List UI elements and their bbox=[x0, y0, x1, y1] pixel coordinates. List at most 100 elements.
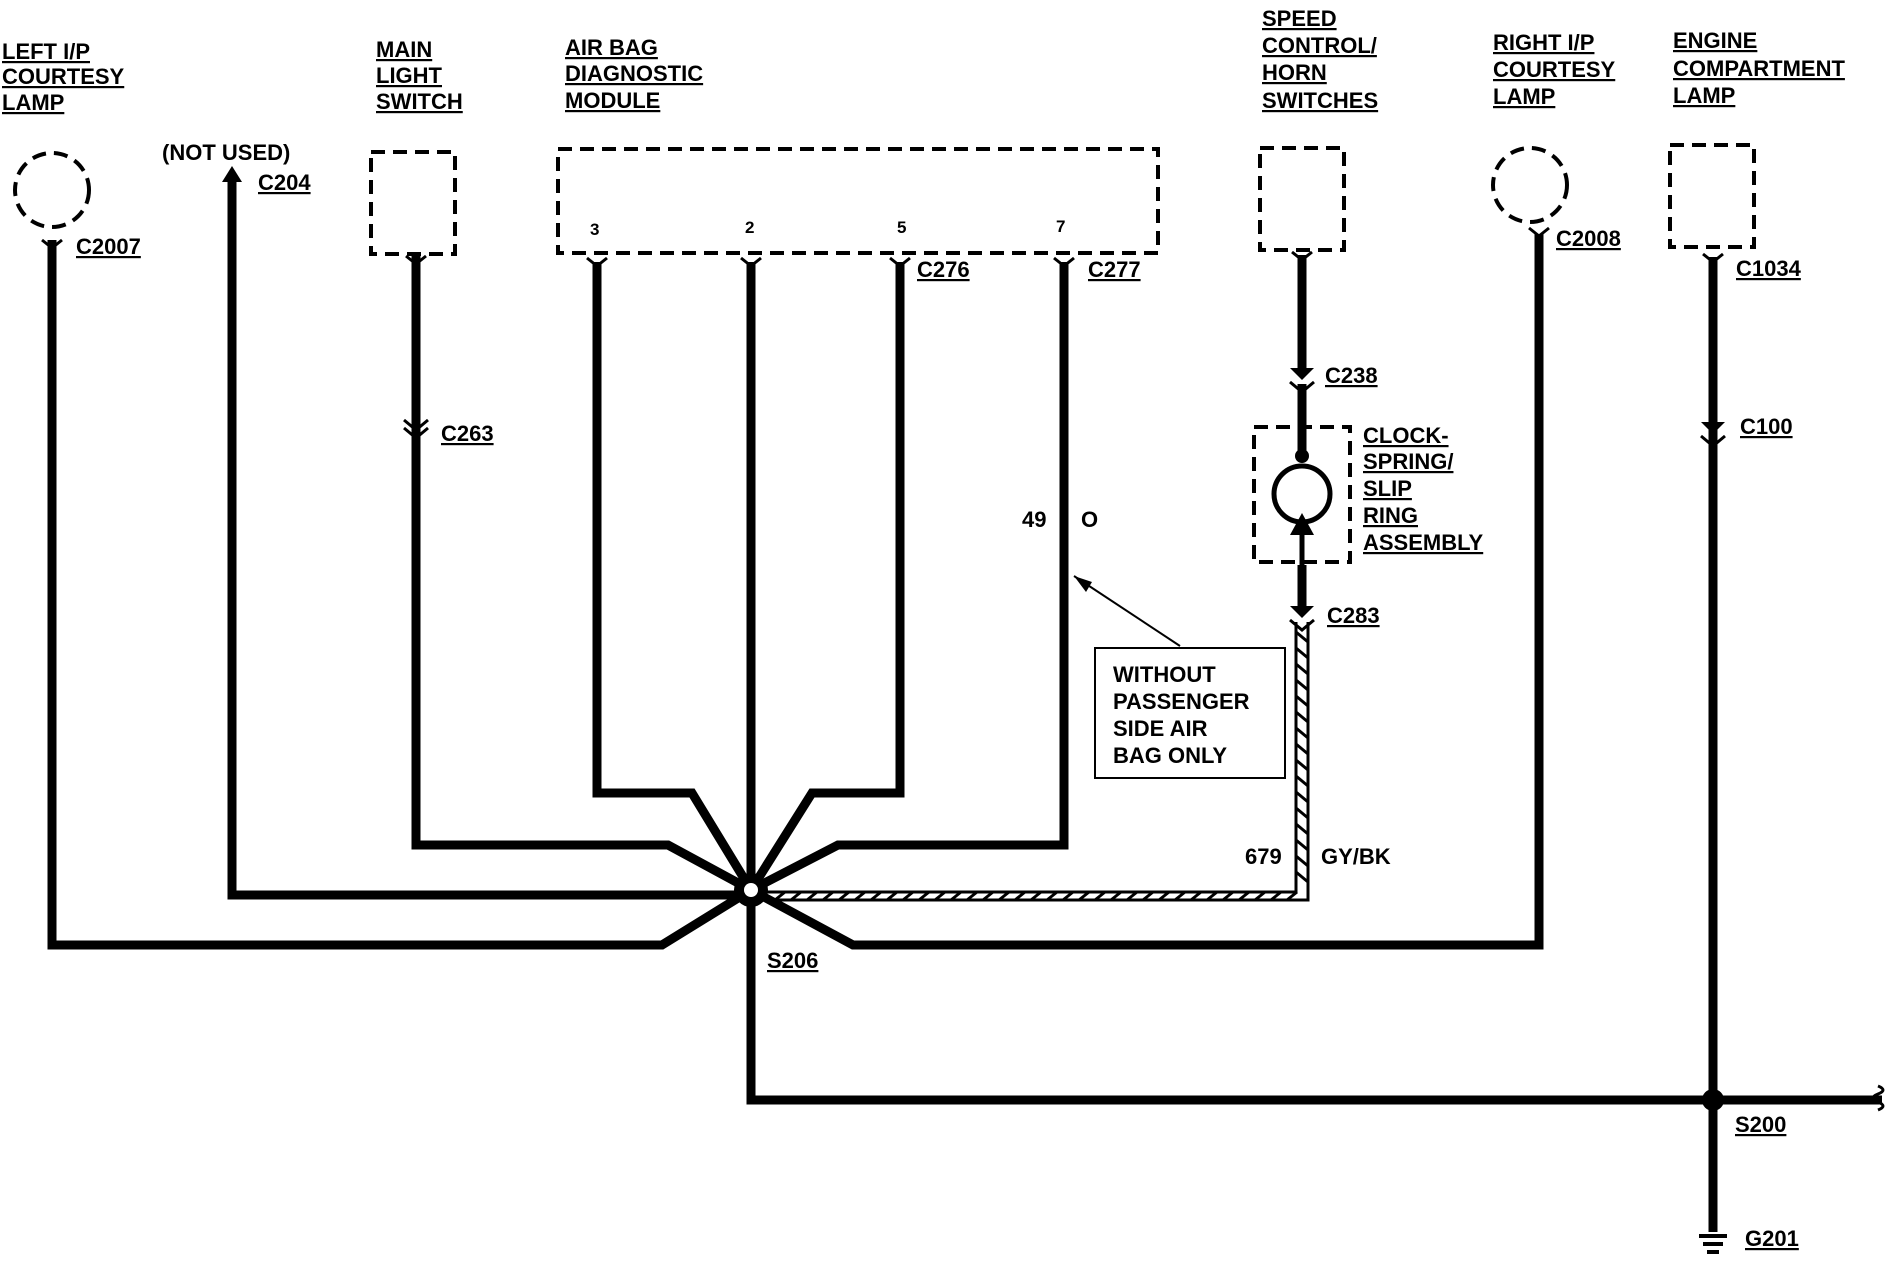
engine-compartment-lamp-symbol bbox=[1668, 143, 1756, 249]
splice-label-s200: S200 bbox=[1735, 1112, 1786, 1137]
shield-hatch bbox=[950, 890, 962, 902]
pin-number: 5 bbox=[897, 218, 906, 237]
splice-s206 bbox=[734, 873, 768, 907]
shield-hatch bbox=[1286, 890, 1298, 902]
title-line: COMPARTMENT bbox=[1673, 56, 1845, 81]
connector-label-c204: C204 bbox=[258, 170, 311, 195]
wire-49-circuit: 49 bbox=[1022, 507, 1046, 532]
air-bag-module-symbol bbox=[556, 147, 1160, 255]
wire-module-pin-3 bbox=[592, 262, 755, 893]
title-line: LIGHT bbox=[376, 63, 443, 88]
note-line: SIDE AIR bbox=[1113, 716, 1208, 741]
title-line: LAMP bbox=[1673, 83, 1735, 108]
wire-49-color: O bbox=[1081, 507, 1098, 532]
shield-hatch bbox=[1222, 890, 1234, 902]
air-bag-module-title: AIR BAG DIAGNOSTIC MODULE bbox=[565, 35, 703, 113]
title-line: SWITCHES bbox=[1262, 88, 1378, 113]
wire-679-shielded bbox=[751, 622, 1310, 902]
speed-control-horn-switches-symbol bbox=[1258, 146, 1346, 252]
shield-hatch bbox=[838, 890, 850, 902]
title-line: ASSEMBLY bbox=[1363, 530, 1484, 555]
note-line: BAG ONLY bbox=[1113, 743, 1227, 768]
title-line: LAMP bbox=[1493, 84, 1555, 109]
shield-hatch bbox=[1295, 710, 1309, 724]
note-line: WITHOUT bbox=[1113, 662, 1216, 687]
shield-hatch bbox=[1190, 890, 1202, 902]
title-line: LAMP bbox=[2, 90, 64, 115]
pin-number: 7 bbox=[1056, 217, 1065, 236]
wire-s206-to-s200 bbox=[746, 890, 1882, 1105]
shield-hatch bbox=[1295, 646, 1309, 660]
shield-hatch bbox=[1270, 890, 1282, 902]
shield-hatch bbox=[1142, 890, 1154, 902]
speed-control-horn-switches-title: SPEED CONTROL/ HORN SWITCHES bbox=[1262, 6, 1378, 113]
shield-hatch bbox=[998, 890, 1010, 902]
not-used-label: (NOT USED) bbox=[162, 140, 290, 165]
shield-hatch bbox=[870, 890, 882, 902]
connector-label-c277: C277 bbox=[1088, 257, 1141, 282]
shield-hatch bbox=[1126, 890, 1138, 902]
wire-module-pin-7 bbox=[748, 262, 1069, 894]
shield-hatch bbox=[1295, 854, 1309, 868]
shield-hatch bbox=[1030, 890, 1042, 902]
shield-hatch bbox=[982, 890, 994, 902]
main-light-switch-symbol bbox=[369, 150, 457, 256]
title-line: COURTESY bbox=[2, 64, 125, 89]
shield-hatch bbox=[886, 890, 898, 902]
passenger-airbag-note: WITHOUT PASSENGER SIDE AIR BAG ONLY bbox=[1073, 575, 1286, 779]
connector-label-c1034: C1034 bbox=[1736, 256, 1802, 281]
shield-hatch bbox=[1295, 838, 1309, 852]
connector-label-c263: C263 bbox=[441, 421, 494, 446]
connector-label-c276: C276 bbox=[917, 257, 970, 282]
title-line: RIGHT I/P bbox=[1493, 30, 1594, 55]
shield-hatch bbox=[1295, 630, 1309, 644]
shield-hatch bbox=[1158, 890, 1170, 902]
left-courtesy-lamp-symbol bbox=[13, 151, 91, 229]
title-line: LEFT I/P bbox=[2, 39, 90, 64]
shield-hatch bbox=[1078, 890, 1090, 902]
connector-label-c283: C283 bbox=[1327, 603, 1380, 628]
title-line: CLOCK- bbox=[1363, 423, 1449, 448]
shield-hatch bbox=[934, 890, 946, 902]
title-line: AIR BAG bbox=[565, 35, 658, 60]
title-line: COURTESY bbox=[1493, 57, 1616, 82]
note-line: PASSENGER bbox=[1113, 689, 1250, 714]
title-line: HORN bbox=[1262, 60, 1327, 85]
shield-hatch bbox=[854, 890, 866, 902]
shield-hatch bbox=[822, 890, 834, 902]
title-line: MAIN bbox=[376, 37, 432, 62]
wire-module-pin-5 bbox=[747, 262, 905, 893]
shield-hatch bbox=[1014, 890, 1026, 902]
shield-hatch bbox=[1295, 822, 1309, 836]
shield-hatch bbox=[774, 890, 786, 902]
shield-hatch bbox=[1295, 678, 1309, 692]
shield-hatch bbox=[1295, 774, 1309, 788]
title-line: CONTROL/ bbox=[1262, 33, 1377, 58]
module-pin-numbers: 3 2 5 7 bbox=[590, 217, 1065, 239]
title-line: SPEED bbox=[1262, 6, 1337, 31]
title-line: DIAGNOSTIC bbox=[565, 61, 703, 86]
clockspring-ring-icon bbox=[1271, 449, 1333, 565]
shield-hatch bbox=[1094, 890, 1106, 902]
left-courtesy-lamp-title: LEFT I/P COURTESY LAMP bbox=[2, 39, 125, 115]
shield-hatch bbox=[1062, 890, 1074, 902]
ground-icon bbox=[1699, 1234, 1727, 1254]
ground-label-g201: G201 bbox=[1745, 1226, 1799, 1251]
shield-hatch bbox=[1295, 742, 1309, 756]
clockspring-title: CLOCK- SPRING/ SLIP RING ASSEMBLY bbox=[1363, 423, 1484, 555]
shield-hatch bbox=[1046, 890, 1058, 902]
engine-compartment-lamp-title: ENGINE COMPARTMENT LAMP bbox=[1673, 28, 1845, 108]
right-courtesy-lamp-title: RIGHT I/P COURTESY LAMP bbox=[1493, 30, 1616, 109]
pin-number: 2 bbox=[745, 218, 754, 237]
wire-continuation-icon bbox=[1871, 1084, 1885, 1112]
title-line: MODULE bbox=[565, 88, 660, 113]
wire-679-color: GY/BK bbox=[1321, 844, 1391, 869]
shield-hatch bbox=[902, 890, 914, 902]
shield-hatch bbox=[1295, 694, 1309, 708]
shield-hatch bbox=[1295, 758, 1309, 772]
title-line: SLIP bbox=[1363, 476, 1412, 501]
title-line: RING bbox=[1363, 503, 1418, 528]
shield-hatch bbox=[1295, 790, 1309, 804]
splice-label-s206: S206 bbox=[767, 948, 818, 973]
